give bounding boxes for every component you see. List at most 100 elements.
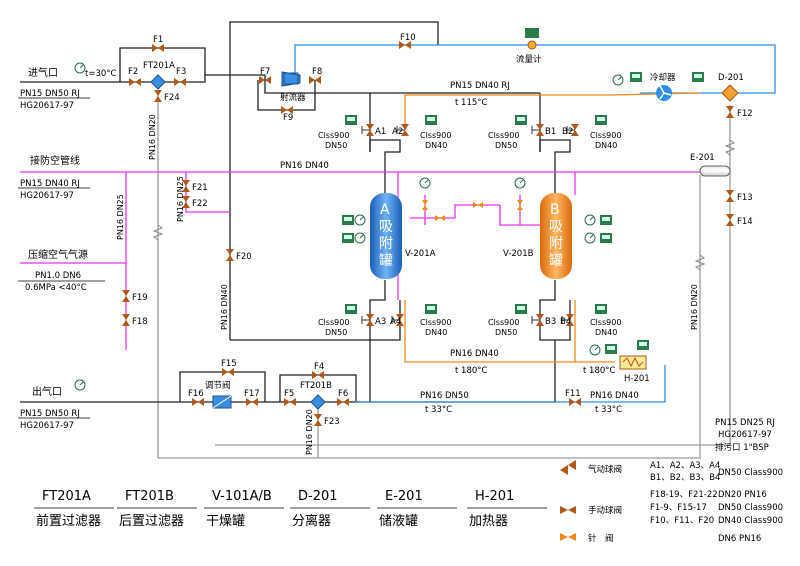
valve-label: F23: [324, 417, 340, 427]
vessel-b-body: [540, 193, 572, 279]
needle-valve-1[interactable]: [422, 200, 428, 210]
valve-label: F3: [176, 67, 186, 77]
drain-coil-2: [724, 139, 736, 156]
inlet-temp: t=30°C: [85, 69, 117, 79]
valve-a1[interactable]: A1: [361, 124, 386, 137]
valve-icon: [122, 290, 130, 302]
valve-f5[interactable]: F5: [284, 389, 296, 406]
valve-label: F17: [244, 389, 260, 399]
valve-label: F18: [132, 317, 148, 327]
vessel-b-text-1: 吸: [549, 219, 563, 235]
valve-label: F9: [283, 113, 293, 123]
valve-label: F2: [128, 67, 138, 77]
legend-needle: 针 阀 DN6 PN16: [560, 533, 761, 544]
transmitter-display: [639, 342, 647, 346]
legend-pneumatic-items2: B1、B2、B3、B4: [650, 473, 720, 483]
equipment-name: 前置过滤器: [36, 513, 101, 529]
valve-f17[interactable]: F17: [244, 389, 260, 406]
needle-valve-2[interactable]: [435, 215, 445, 221]
valve-f7[interactable]: F7: [259, 67, 271, 84]
vessel-b[interactable]: B 吸 附 罐: [540, 193, 572, 279]
vlabel-dn20-3: PN16 DN20: [690, 284, 699, 330]
psv-b-icon: [514, 177, 526, 189]
valve-f19[interactable]: F19: [122, 290, 148, 303]
valve-b2[interactable]: B2: [562, 124, 579, 137]
purge-spec1: PN15 DN40 RJ: [20, 179, 80, 189]
valve-b1[interactable]: B1: [531, 124, 556, 137]
valve-label: A2: [392, 127, 403, 137]
valve-f9[interactable]: F9: [281, 106, 293, 123]
a1-transmitter-icon: [345, 115, 357, 125]
valve-f2[interactable]: F2: [128, 67, 141, 86]
valve-b3[interactable]: B3: [531, 314, 556, 327]
valve-a2[interactable]: A2: [392, 124, 409, 137]
valve-icon: [192, 398, 204, 406]
equipment-tag: E-201: [385, 489, 423, 504]
valve-f6[interactable]: F6: [337, 389, 349, 406]
valve-f8[interactable]: F8: [309, 67, 322, 84]
h201-heater[interactable]: [619, 355, 647, 370]
gauge-needle: [79, 64, 84, 69]
valve-f21[interactable]: F21: [182, 180, 208, 193]
vessel-b-text-0: B: [550, 202, 560, 218]
ejector[interactable]: [281, 71, 301, 87]
equipment-tag: V-101A/B: [212, 489, 272, 504]
valve-f16[interactable]: F16: [188, 389, 204, 406]
regvalve-label: 调节阀: [205, 381, 231, 391]
vessel-a-tit-icon: [342, 233, 354, 243]
outlet-label: 出气口: [32, 385, 62, 398]
purge-label: 接防空管线: [30, 154, 80, 167]
valve-f24[interactable]: F24: [154, 90, 180, 103]
label-layer: 进气口 t=30°C PN15 DN50 RJ HG20617-97 FT201…: [18, 54, 775, 455]
outlet-pressure-gauge-icon: [74, 379, 86, 391]
ft201b-filter[interactable]: [310, 394, 326, 410]
manual-valve-icon: [560, 506, 576, 514]
valve-f3[interactable]: F3: [174, 67, 186, 86]
valve-f13[interactable]: F13: [726, 190, 753, 203]
legend-manual-spec1: DN20 PN16: [718, 490, 767, 500]
regulating-valve[interactable]: [212, 395, 232, 409]
actuator-icon: [531, 126, 540, 134]
inlet-spec1: PN15 DN50 RJ: [20, 89, 80, 99]
outlet-spec1: PN15 DN50 RJ: [20, 409, 80, 419]
flowmeter[interactable]: [525, 28, 539, 50]
valve-f14[interactable]: F14: [726, 214, 753, 227]
needle-valve-3[interactable]: [473, 202, 483, 208]
valve-f20[interactable]: F20: [226, 249, 252, 262]
vessel-a[interactable]: A 吸 附 罐: [370, 193, 402, 279]
needle-valve-4[interactable]: [517, 200, 523, 210]
valve-f4[interactable]: F4: [312, 362, 324, 379]
ejector-label: 射流器: [280, 92, 306, 103]
d201-separator[interactable]: [721, 84, 739, 102]
valve-f1[interactable]: F1: [152, 35, 164, 52]
purge-to-vessel-a: [410, 204, 500, 219]
legend-manual-name: 手动球阀: [588, 505, 622, 516]
valve-label: B1: [545, 127, 556, 137]
valve-a3[interactable]: A3: [361, 314, 386, 327]
valve-label: F19: [132, 293, 148, 303]
cooler[interactable]: [656, 85, 672, 101]
ft201a-filter[interactable]: [150, 74, 166, 90]
top-hot-spec: PN15 DN40 RJ: [450, 81, 510, 91]
valve-f11[interactable]: F11: [565, 389, 581, 406]
valve-f18[interactable]: F18: [122, 314, 148, 327]
vessel-b-text-3: 罐: [549, 253, 563, 269]
valve-f12[interactable]: F12: [726, 106, 753, 119]
valve-f23[interactable]: F23: [314, 414, 340, 427]
vlabel-dn25-2: PN16 DN25: [176, 176, 185, 222]
valve-a4[interactable]: A4: [390, 314, 404, 327]
purge-dn40: PN16 DN40: [280, 161, 329, 171]
valve-f15[interactable]: F15: [221, 359, 237, 376]
e201-tank[interactable]: [699, 165, 731, 177]
valve-f22[interactable]: F22: [182, 196, 208, 209]
valve-b4[interactable]: B4: [560, 314, 574, 327]
valve-label: F15: [221, 359, 237, 369]
bottom-hot-temp: t 180°C: [455, 366, 488, 376]
transmitter-display: [694, 74, 702, 78]
actuator-icon: [396, 126, 405, 134]
valve-f10[interactable]: F10: [399, 33, 416, 49]
valve-icon: [226, 249, 234, 261]
vessel-a-text-1: 吸: [379, 219, 393, 235]
